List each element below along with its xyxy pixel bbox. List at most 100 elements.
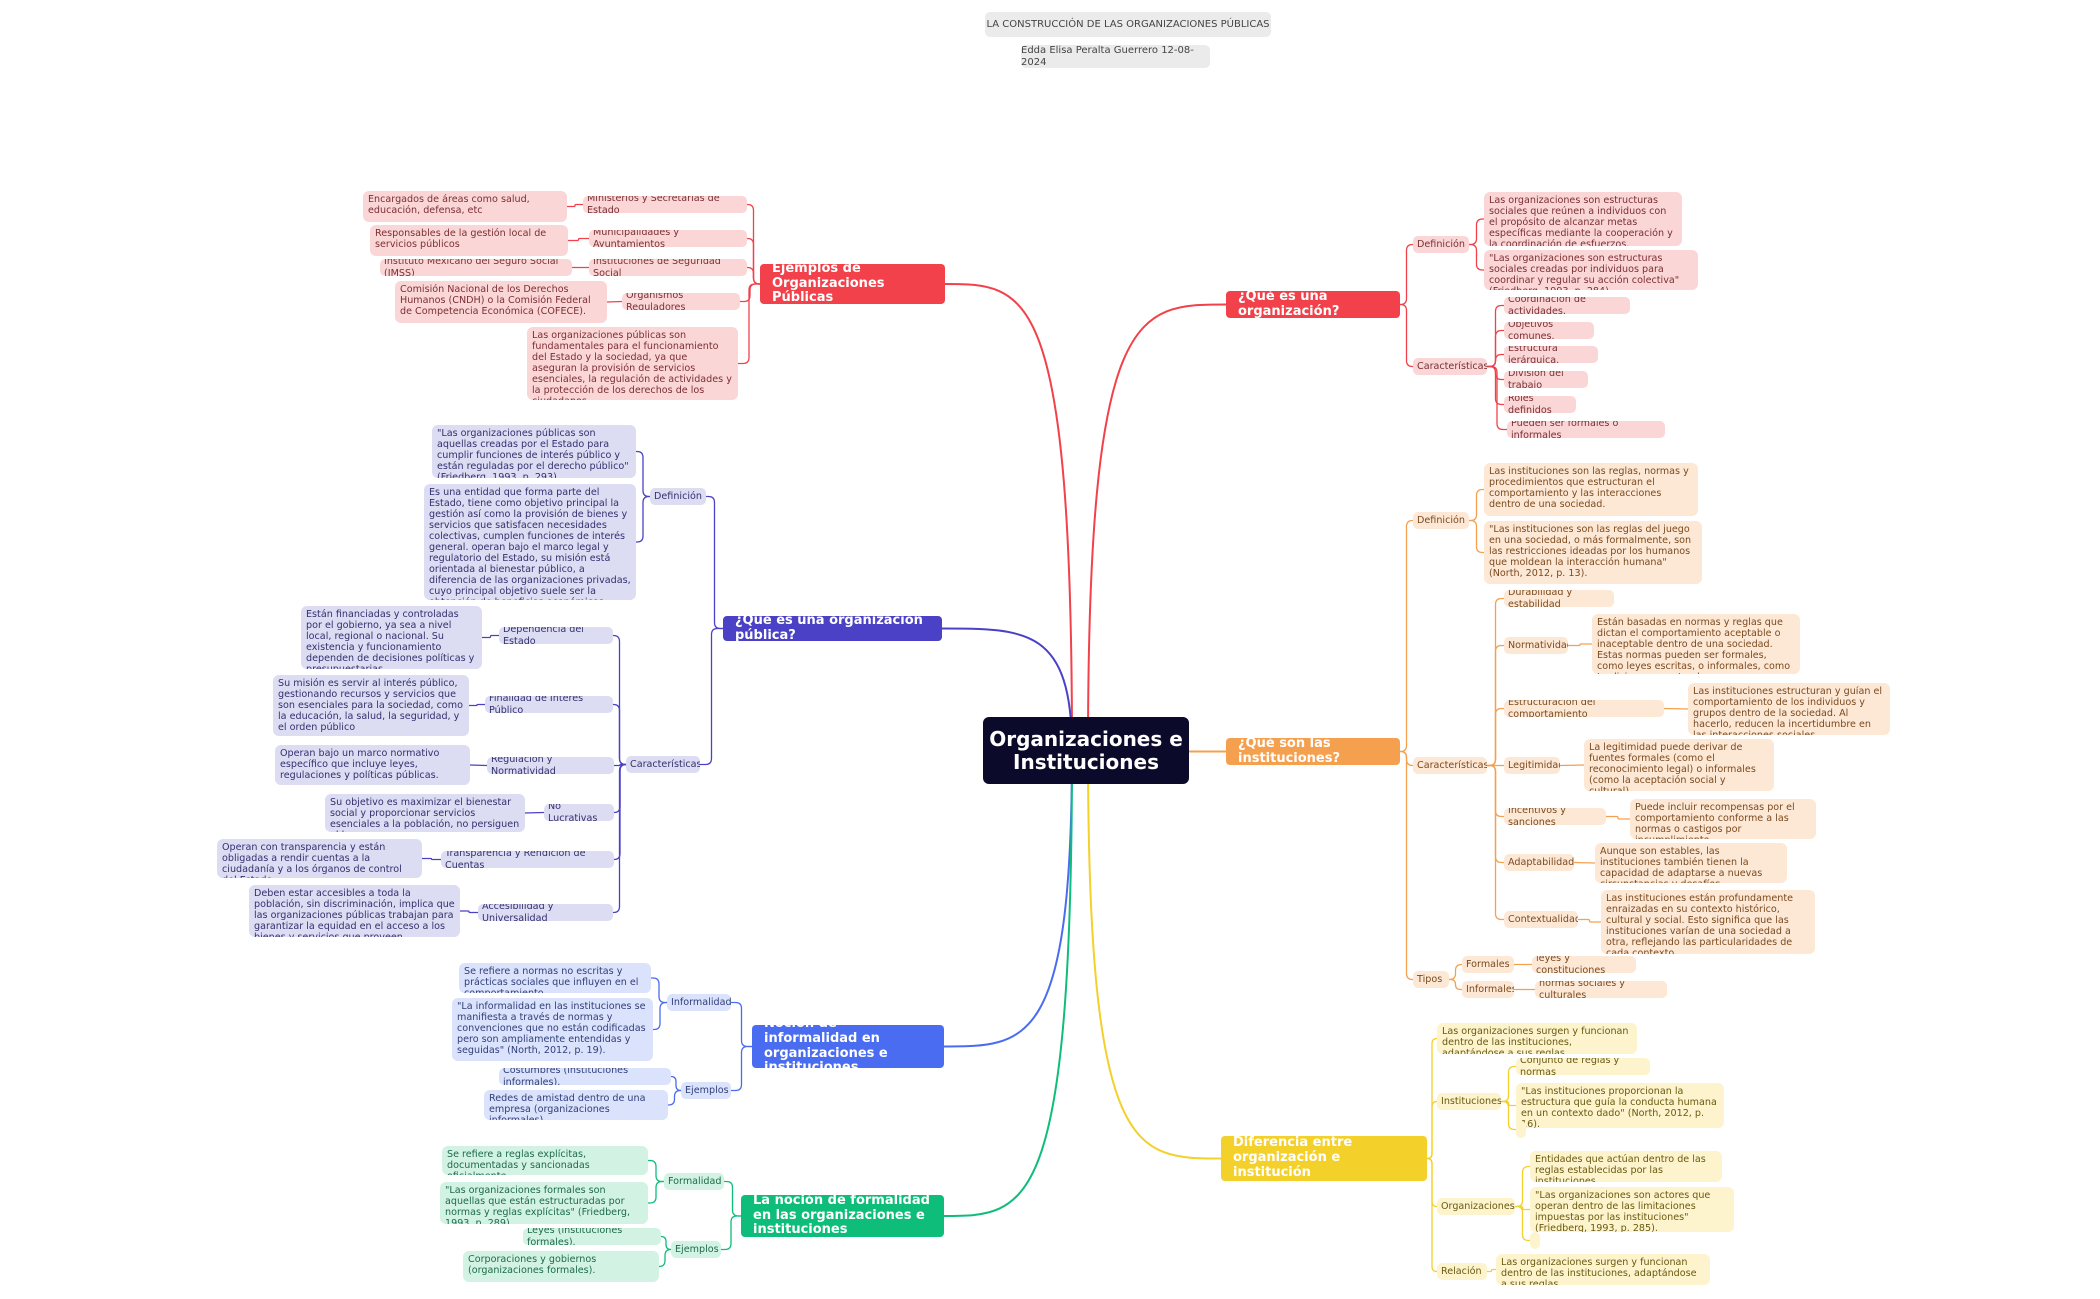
edge-formalidad-1-0 — [660, 1235, 672, 1251]
edge-que-es-org-publica-1 — [699, 627, 724, 766]
node-que-son-instituciones-2-1-0[interactable]: normas sociales y culturales — [1535, 981, 1667, 998]
node-que-es-org-publica-1-0-0[interactable]: Están financiadas y controladas por el g… — [301, 606, 482, 669]
node-formalidad-0-1[interactable]: "Las organizaciones formales son aquella… — [440, 1182, 648, 1224]
branch-formalidad[interactable]: La noción de formalidad en las organizac… — [741, 1195, 944, 1237]
edge-diferencia-3-0 — [1486, 1268, 1497, 1273]
node-que-son-instituciones-1-6-0[interactable]: Las instituciones están profundamente en… — [1601, 890, 1815, 954]
node-diferencia-2-2[interactable] — [1530, 1232, 1540, 1249]
branch-que-es-organizacion[interactable]: ¿Qué es una organización? — [1226, 291, 1400, 318]
node-que-es-org-publica-1-4-0[interactable]: Operan con transparencia y están obligad… — [217, 839, 422, 878]
node-informalidad-1[interactable]: Ejemplos — [681, 1082, 731, 1099]
node-ejemplos-org-publicas-3[interactable]: Organismos Reguladores — [622, 293, 740, 310]
node-que-son-instituciones-1-0[interactable]: Durabilidad y estabilidad — [1504, 590, 1614, 607]
node-diferencia-0[interactable]: Las organizaciones surgen y funcionan de… — [1437, 1023, 1637, 1054]
node-ejemplos-org-publicas-1[interactable]: Municipalidades y Ayuntamientos — [589, 230, 747, 247]
node-que-son-instituciones-1[interactable]: Características — [1413, 757, 1487, 774]
node-diferencia-1-0[interactable]: Conjunto de reglas y normas — [1516, 1058, 1650, 1075]
node-que-es-org-publica-1-5[interactable]: Accesibilidad y Universalidad — [478, 904, 613, 921]
branch-que-son-instituciones[interactable]: ¿Qué son las instituciones? — [1226, 738, 1400, 765]
node-que-es-organizacion-0[interactable]: Definición — [1413, 236, 1469, 253]
node-que-es-org-publica-1-4[interactable]: Transparencia y Rendición de Cuentas — [441, 851, 614, 868]
edge-formalidad-0-0 — [647, 1159, 665, 1183]
node-que-son-instituciones-2[interactable]: Tipos — [1413, 971, 1449, 988]
edge-que-es-org-publica-1-2-0 — [469, 764, 488, 767]
node-que-son-instituciones-0-0[interactable]: Las instituciones son las reglas, normas… — [1484, 463, 1698, 516]
node-diferencia-2-1[interactable]: "Las organizaciones son actores que oper… — [1530, 1187, 1734, 1232]
node-ejemplos-org-publicas-3-0[interactable]: Comisión Nacional de los Derechos Humano… — [395, 281, 607, 323]
node-formalidad-1-0[interactable]: Leyes (instituciones formales). — [523, 1228, 661, 1245]
node-que-es-org-publica-0[interactable]: Definición — [650, 488, 706, 505]
node-que-es-org-publica-1-3-0[interactable]: Su objetivo es maximizar el bienestar so… — [325, 794, 525, 832]
node-diferencia-2-0[interactable]: Entidades que actúan dentro de las regla… — [1530, 1151, 1722, 1182]
node-que-son-instituciones-1-1-0[interactable]: Están basadas en normas y reglas que dic… — [1592, 614, 1800, 674]
node-que-es-organizacion-1-2[interactable]: Estructura jerárquica. — [1504, 346, 1598, 363]
node-informalidad-1-1[interactable]: Redes de amistad dentro de una empresa (… — [484, 1090, 668, 1120]
node-ejemplos-org-publicas-0-0[interactable]: Encargados de áreas como salud, educació… — [363, 191, 567, 222]
node-que-es-org-publica-0-0[interactable]: "Las organizaciones públicas son aquella… — [432, 425, 636, 478]
node-formalidad-1-1[interactable]: Corporaciones y gobiernos (organizacione… — [463, 1251, 659, 1282]
node-que-son-instituciones-1-5-0[interactable]: Aunque son estables, las instituciones t… — [1595, 843, 1787, 883]
node-informalidad-0-0[interactable]: Se refiere a normas no escritas y prácti… — [459, 963, 651, 993]
edge-que-es-org-publica-1-5-0 — [459, 910, 479, 914]
node-ejemplos-org-publicas-2[interactable]: Instituciones de Seguridad Social — [589, 259, 747, 276]
node-formalidad-0-0[interactable]: Se refiere a reglas explícitas, document… — [442, 1146, 648, 1175]
node-ejemplos-org-publicas-1-0[interactable]: Responsables de la gestión local de serv… — [370, 225, 568, 256]
node-que-es-org-publica-1-0[interactable]: Dependencia del Estado — [499, 627, 613, 644]
node-que-son-instituciones-0[interactable]: Definición — [1413, 512, 1469, 529]
node-formalidad-0[interactable]: Formalidad — [664, 1173, 724, 1190]
node-informalidad-1-0[interactable]: Costumbres (instituciones informales). — [499, 1068, 671, 1085]
node-diferencia-3-0[interactable]: Las organizaciones surgen y funcionan de… — [1496, 1254, 1710, 1285]
branch-diferencia[interactable]: Diferencia entre organización e instituc… — [1221, 1136, 1427, 1181]
node-que-es-org-publica-1-1[interactable]: Finalidad de Interés Público — [485, 696, 613, 713]
node-informalidad-0[interactable]: Informalidad — [667, 994, 731, 1011]
node-que-es-org-publica-1-3[interactable]: No Lucrativas — [544, 804, 614, 821]
node-que-son-instituciones-1-2[interactable]: Estructuración del comportamiento — [1504, 700, 1664, 717]
node-diferencia-2[interactable]: Organizaciones — [1437, 1198, 1515, 1215]
node-que-son-instituciones-1-4-0[interactable]: Puede incluir recompensas por el comport… — [1630, 799, 1816, 839]
node-que-son-instituciones-1-2-0[interactable]: Las instituciones estructuran y guían el… — [1688, 683, 1890, 735]
node-que-es-organizacion-1-3[interactable]: División del trabajo — [1504, 371, 1588, 388]
node-que-es-organizacion-0-1[interactable]: "Las organizaciones son estructuras soci… — [1484, 250, 1698, 290]
node-que-son-instituciones-1-6[interactable]: Contextualidad — [1504, 911, 1578, 928]
branch-ejemplos-org-publicas[interactable]: Ejemplos de Organizaciones Públicas — [760, 264, 945, 304]
node-que-es-org-publica-1-5-0[interactable]: Deben estar accesibles a toda la poblaci… — [249, 885, 460, 937]
edge-que-es-org-publica-1-0-0 — [481, 634, 500, 639]
edge-ejemplos-org-publicas-4 — [737, 283, 761, 365]
node-diferencia-3[interactable]: Relación — [1437, 1263, 1487, 1280]
node-que-son-instituciones-1-1[interactable]: Normatividad — [1504, 637, 1568, 654]
node-que-son-instituciones-2-1[interactable]: Informales — [1462, 981, 1514, 998]
node-que-son-instituciones-2-0[interactable]: Formales — [1462, 956, 1514, 973]
node-que-es-organizacion-0-0[interactable]: Las organizaciones son estructuras socia… — [1484, 192, 1682, 246]
branch-que-es-org-publica[interactable]: ¿Qué es una organización pública? — [723, 616, 942, 641]
node-que-es-organizacion-1-5[interactable]: Pueden ser formales o informales — [1507, 421, 1665, 438]
node-que-son-instituciones-1-5[interactable]: Adaptabilidad — [1504, 854, 1574, 871]
node-ejemplos-org-publicas-2-0[interactable]: Instituto Mexicano del Seguro Social (IM… — [380, 259, 572, 276]
node-informalidad-0-1[interactable]: "La informalidad en las instituciones se… — [452, 998, 653, 1061]
node-que-son-instituciones-1-4[interactable]: Incentivos y sanciones — [1504, 808, 1606, 825]
node-ejemplos-org-publicas-0[interactable]: Ministerios y Secretarías de Estado — [583, 196, 747, 213]
node-que-son-instituciones-1-3-0[interactable]: La legitimidad puede derivar de fuentes … — [1584, 739, 1774, 791]
edge-diferencia-2-0 — [1514, 1165, 1531, 1208]
node-que-es-organizacion-1-1[interactable]: Objetivos comunes. — [1504, 322, 1594, 339]
root-node[interactable]: Organizaciones e Instituciones — [983, 717, 1189, 784]
edge-que-es-organizacion-1-5 — [1486, 365, 1508, 431]
node-que-son-instituciones-1-3[interactable]: Legitimidad — [1504, 757, 1560, 774]
edge-que-es-organizacion-1 — [1399, 303, 1414, 368]
node-ejemplos-org-publicas-4[interactable]: Las organizaciones públicas son fundamen… — [527, 327, 738, 400]
node-diferencia-1-1[interactable]: "Las instituciones proporcionan la estru… — [1516, 1083, 1724, 1128]
node-diferencia-1-2[interactable] — [1516, 1121, 1526, 1138]
node-que-es-organizacion-1[interactable]: Características — [1413, 358, 1487, 375]
node-que-es-org-publica-1-2[interactable]: Regulación y Normatividad — [487, 757, 614, 774]
node-que-es-org-publica-1-1-0[interactable]: Su misión es servir al interés público, … — [273, 675, 469, 736]
node-que-es-organizacion-1-0[interactable]: Coordinación de actividades. — [1504, 297, 1630, 314]
node-que-es-org-publica-1[interactable]: Características — [626, 756, 700, 773]
node-que-son-instituciones-0-1[interactable]: "Las instituciones son las reglas del ju… — [1484, 521, 1702, 584]
branch-informalidad[interactable]: Noción de informalidad en organizaciones… — [752, 1025, 944, 1068]
node-que-es-org-publica-0-1[interactable]: Es una entidad que forma parte del Estad… — [424, 484, 636, 600]
branch-line-que-es-org-publica — [941, 627, 1073, 751]
node-que-es-org-publica-1-2-0[interactable]: Operan bajo un marco normativo específic… — [275, 745, 470, 785]
node-formalidad-1[interactable]: Ejemplos — [671, 1241, 721, 1258]
node-que-son-instituciones-2-0-0[interactable]: leyes y constituciones — [1532, 956, 1636, 973]
node-que-es-organizacion-1-4[interactable]: Roles definidos — [1504, 396, 1576, 413]
node-diferencia-1[interactable]: Instituciones — [1437, 1093, 1501, 1110]
